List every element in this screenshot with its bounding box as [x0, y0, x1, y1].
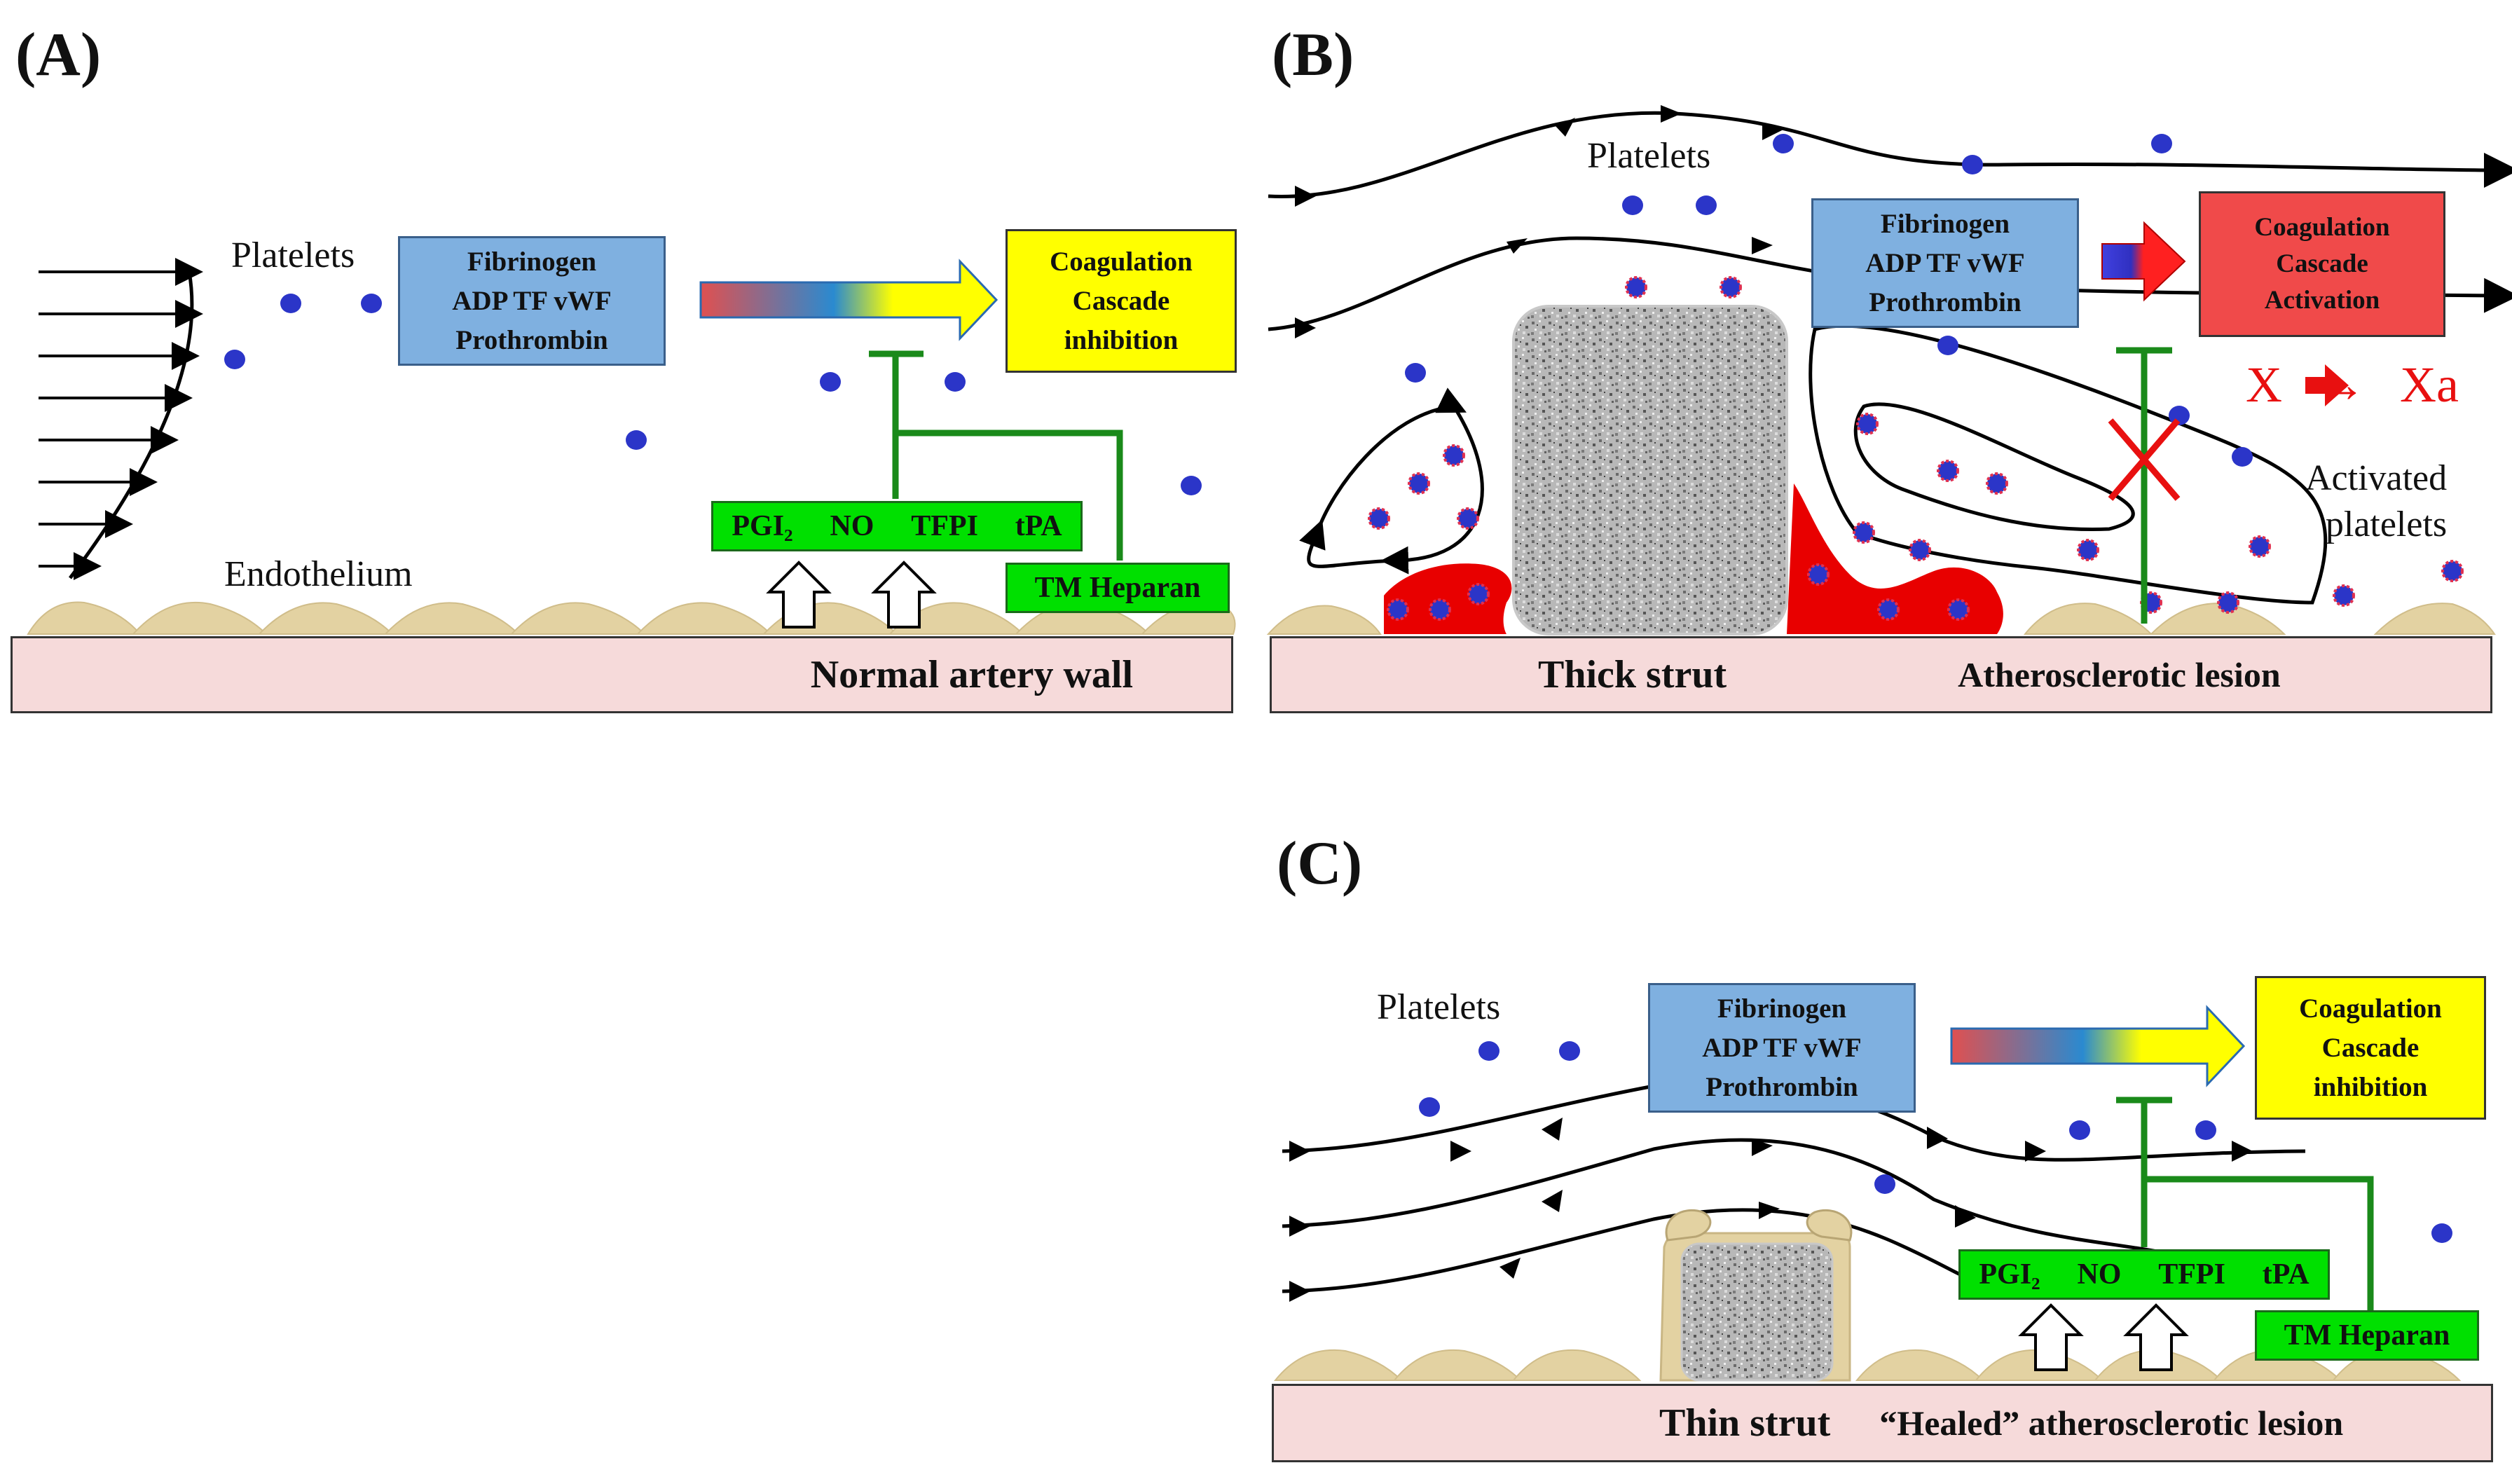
panel-c-inhibitor: tPA	[2262, 1258, 2309, 1291]
panel-b-conversion-arrow	[2305, 364, 2349, 406]
panel-c-inhibition-lines	[2116, 1097, 2374, 1310]
panel-b-endothelium	[1266, 603, 2496, 635]
panel-a-outcome-box: Coagulation Cascade inhibition	[1006, 229, 1237, 373]
panel-a-inhibitor: TFPI	[911, 510, 978, 542]
panel-a-factors-box: Fibrinogen ADP TF vWF Prothrombin	[398, 236, 666, 366]
panel-b-platelets-label: Platelets	[1587, 136, 1711, 176]
panel-a-label: (A)	[15, 21, 102, 89]
panel-b-outcome-box: Coagulation Cascade Activation	[2199, 191, 2445, 337]
panel-b-recirculation-loops	[1309, 324, 2328, 605]
panel-b-lesion-label: Atherosclerotic lesion	[1958, 655, 2281, 694]
panel-b-artery-wall: Thick strut Atherosclerotic lesion	[1270, 636, 2492, 713]
panel-a-inhibition-lines	[869, 350, 1123, 561]
panel-c-outcome-box: Coagulation Cascade inhibition	[2255, 976, 2486, 1120]
panel-a-gradient-arrow	[699, 259, 998, 341]
panel-a-flow-profile	[39, 258, 203, 580]
panel-c-stream-markers	[1289, 1118, 2253, 1302]
panel-c-artery-wall: Thin strut “Healed” atherosclerotic lesi…	[1272, 1384, 2493, 1462]
panel-b-activated-label: Activated platelets	[2305, 458, 2448, 544]
panel-b-strut-label: Thick strut	[1538, 653, 1727, 696]
panel-a-inhibitor: PGI₂	[732, 510, 793, 542]
panel-a-wall-factors-box: TM Heparan	[1006, 563, 1230, 613]
panel-c-wall-factors-box: TM Heparan	[2255, 1310, 2479, 1361]
panel-b-factors-box: Fibrinogen ADP TF vWF Prothrombin	[1811, 198, 2079, 328]
panel-a-secretion-arrows	[766, 561, 937, 628]
panel-a-endothelium-label: Endothelium	[224, 554, 413, 594]
panel-a-wall-label: Normal artery wall	[810, 653, 1133, 696]
panel-c-platelets-label: Platelets	[1377, 987, 1501, 1027]
panel-b-thrombus	[1384, 483, 2003, 634]
panel-b-thick-strut	[1512, 305, 1788, 635]
panel-a-artery-wall: Normal artery wall	[11, 636, 1233, 713]
panel-a-inhibitor: NO	[830, 510, 874, 542]
panel-c-inhibitors-bar: PGI₂ NO TFPI tPA	[1958, 1249, 2330, 1300]
panel-c-inhibitor: PGI₂	[1979, 1258, 2040, 1291]
panel-b-stream-markers	[1295, 105, 1783, 338]
panel-a-platelets	[224, 294, 1202, 495]
panel-a-inhibitors-bar: PGI₂ NO TFPI tPA	[711, 501, 1083, 551]
panel-a-endothelium	[27, 601, 1236, 635]
panel-c-inhibitor: TFPI	[2158, 1258, 2225, 1291]
panel-c-inhibitor: NO	[2077, 1258, 2122, 1291]
panel-b-activated-platelets	[1368, 276, 2464, 621]
panel-c-healed-strut	[1659, 1209, 1853, 1382]
panel-b-label: (B)	[1272, 21, 1354, 89]
panel-c-lesion-label: “Healed” atherosclerotic lesion	[1879, 1403, 2344, 1443]
panel-b-gradient-arrow	[2101, 221, 2186, 302]
panel-c-factors-box: Fibrinogen ADP TF vWF Prothrombin	[1648, 983, 1916, 1113]
panel-c-label: (C)	[1277, 830, 1363, 898]
panel-a-platelets-label: Platelets	[231, 235, 355, 275]
panel-a-inhibitor: tPA	[1015, 510, 1062, 542]
panel-c-secretion-arrows	[2018, 1303, 2189, 1371]
panel-c-gradient-arrow	[1950, 1005, 2246, 1087]
panel-b-blocked-inhibition	[2108, 347, 2181, 624]
panel-c-platelets	[1419, 1041, 2452, 1243]
panel-c-strut-label: Thin strut	[1659, 1401, 1831, 1445]
panel-b-conversion-text: X → Xa	[2246, 357, 2459, 413]
